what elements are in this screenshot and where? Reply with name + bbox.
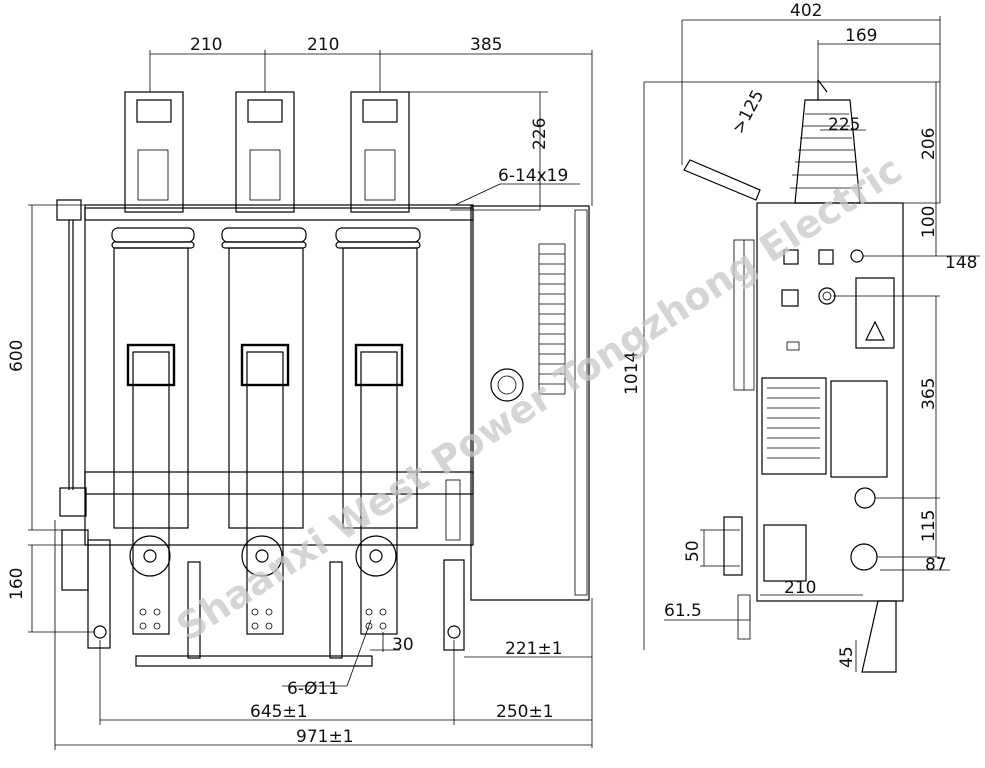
dim-169: 169 — [845, 26, 877, 46]
dim-206: 206 — [919, 128, 939, 160]
dim-45: 45 — [837, 646, 857, 668]
instruction-plate — [761, 377, 827, 475]
dim-115: 115 — [919, 510, 939, 542]
top-busbar — [84, 207, 474, 221]
dim-402: 402 — [790, 1, 822, 21]
warning-triangle-icon — [865, 320, 885, 341]
operating-shaft-inner — [497, 375, 517, 395]
dim-6-14x19: 6-14x19 — [498, 166, 568, 186]
insulator-stack — [683, 79, 862, 204]
lower-busbar — [84, 471, 474, 495]
dim-30: 30 — [392, 635, 414, 655]
leg-right — [329, 561, 343, 659]
position-window — [818, 249, 834, 265]
mount-hole-right — [447, 625, 461, 639]
dim-226: 226 — [530, 118, 550, 150]
mechanism-box-side — [574, 209, 588, 596]
counter-window — [783, 249, 799, 265]
dim-148: 148 — [945, 253, 977, 273]
dim-210-a: 210 — [190, 35, 222, 55]
dim-250: 250±1 — [496, 702, 554, 722]
side-view: 402 169 225 >125 206 100 148 1014 365 11… — [622, 1, 980, 673]
watermark: Shaanxi West Power Tongzhong Electric — [169, 147, 910, 649]
dim-210-side: 210 — [784, 578, 816, 598]
dim-125: >125 — [729, 87, 769, 138]
dim-210-b: 210 — [307, 35, 339, 55]
dim-221: 221±1 — [505, 639, 563, 659]
leg-left — [187, 561, 201, 659]
dim-61-5: 61.5 — [664, 601, 702, 621]
right-mount-bracket — [443, 559, 465, 651]
dim-645: 645±1 — [250, 702, 308, 722]
charge-indicator — [850, 249, 864, 263]
dim-87: 87 — [925, 555, 947, 575]
emergency-button — [781, 289, 799, 307]
dim-160: 160 — [7, 568, 27, 600]
dim-365: 365 — [919, 378, 939, 410]
dim-100: 100 — [919, 206, 939, 238]
left-linkage — [56, 199, 111, 649]
nameplate-window — [830, 380, 888, 478]
side-dimensions — [643, 16, 980, 672]
small-plate — [786, 341, 800, 351]
front-dimensions — [28, 50, 593, 750]
dim-50: 50 — [683, 540, 703, 562]
dim-600: 600 — [7, 340, 27, 372]
operating-shaft-circle — [490, 368, 524, 402]
close-knob — [854, 487, 876, 509]
side-bracket — [723, 516, 743, 576]
dim-385: 385 — [470, 35, 502, 55]
open-knob — [850, 543, 878, 571]
dim-225: 225 — [828, 115, 860, 135]
vent-louver — [538, 243, 566, 395]
pole-1 — [111, 91, 195, 635]
dim-1014: 1014 — [622, 352, 642, 395]
front-view: 210 210 385 226 6-14x19 600 160 30 221±1… — [7, 35, 593, 750]
side-leg — [861, 600, 897, 673]
side-foot — [737, 594, 751, 640]
warning-label — [855, 277, 895, 349]
mechanism-box — [470, 205, 590, 601]
spring-right — [445, 479, 461, 541]
open-close-plate — [763, 524, 807, 582]
manual-charge-socket — [818, 287, 836, 305]
bottom-channel — [135, 655, 373, 667]
dim-971: 971±1 — [296, 727, 354, 747]
dim-6-d11: 6-Ø11 — [287, 679, 339, 699]
pole-3 — [335, 91, 421, 635]
